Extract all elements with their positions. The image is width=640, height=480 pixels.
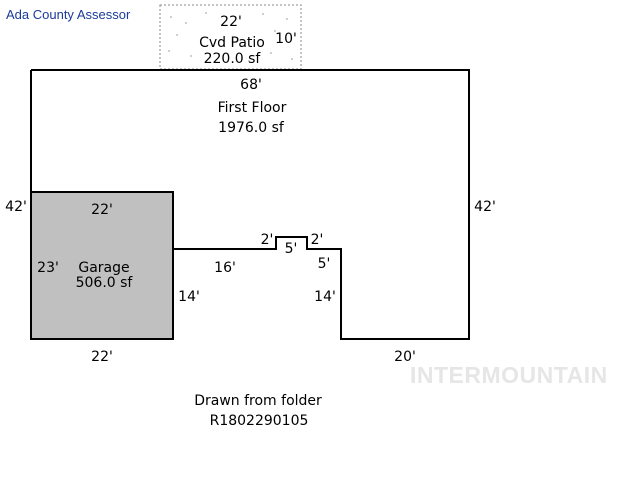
garage-right-dimension: 14' — [178, 289, 200, 305]
patio-size: 220.0 sf — [204, 51, 262, 67]
floor-left-dimension: 42' — [5, 199, 27, 215]
garage-size: 506.0 sf — [76, 275, 134, 291]
patio-right-dimension: 10' — [275, 31, 297, 47]
first-floor-outline — [31, 69, 470, 340]
floor-right-dimension: 42' — [474, 199, 496, 215]
watermark: INTERMOUNTAIN — [410, 362, 608, 388]
patio-top-dimension: 22' — [220, 14, 242, 30]
garage-bottom-dimension: 22' — [91, 349, 113, 365]
first-floor-name: First Floor — [218, 100, 287, 116]
floor-bottom-dimension: 20' — [394, 349, 416, 365]
garage-area — [30, 191, 174, 340]
notch-top-dimension: 5' — [285, 241, 298, 257]
notch-down-dimension: 5' — [318, 256, 331, 272]
notch-run-dimension: 16' — [214, 260, 236, 276]
drawn-from-label: Drawn from folder — [194, 393, 322, 409]
floor-inner-right-dimension: 14' — [314, 289, 336, 305]
garage-top-dimension: 22' — [91, 202, 113, 218]
floor-top-dimension: 68' — [240, 77, 262, 93]
patio-outline — [159, 4, 302, 70]
notch-left-dimension: 2' — [261, 232, 274, 248]
garage-name: Garage — [78, 260, 129, 276]
first-floor-size: 1976.0 sf — [218, 120, 285, 136]
patio-speckle — [168, 12, 293, 62]
assessor-title: Ada County Assessor — [6, 7, 131, 22]
patio-name: Cvd Patio — [199, 35, 265, 51]
garage-left-dimension: 23' — [37, 260, 59, 276]
parcel-number: R1802290105 — [210, 413, 309, 429]
notch-right-dimension: 2' — [311, 232, 324, 248]
